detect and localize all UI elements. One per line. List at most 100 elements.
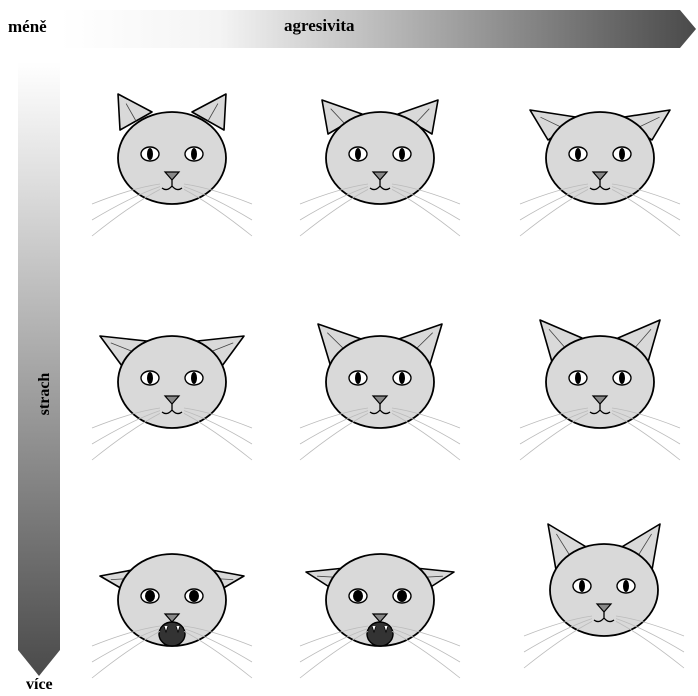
cat-face-alert [299, 99, 461, 237]
mouth [369, 180, 391, 191]
whisker [183, 410, 253, 445]
whisker [391, 183, 461, 205]
pupil [353, 590, 363, 602]
head [117, 335, 227, 429]
whisker [611, 412, 681, 461]
pupil [355, 372, 361, 384]
whisker [299, 188, 369, 237]
whisker [91, 628, 161, 663]
whisker [91, 412, 161, 461]
whisker [91, 410, 161, 445]
pupil [355, 148, 361, 160]
whisker [391, 628, 461, 663]
whisker [391, 625, 461, 647]
nose [591, 395, 609, 405]
whisker [299, 412, 369, 461]
whisker [183, 625, 253, 647]
open-mouth [366, 621, 394, 647]
whisker [183, 186, 253, 221]
whisker [299, 630, 369, 679]
whisker [615, 620, 685, 669]
whisker [183, 628, 253, 663]
nose [591, 171, 609, 181]
pupil [619, 148, 625, 160]
pupil [145, 590, 155, 602]
whisker [299, 407, 369, 429]
whisker [183, 407, 253, 429]
pupil [191, 372, 197, 384]
pupil [623, 580, 629, 592]
whisker [91, 407, 161, 429]
open-mouth [158, 621, 186, 647]
whisker [611, 410, 681, 445]
pupil [189, 590, 199, 602]
whisker [91, 188, 161, 237]
cat-face-uneasy [91, 335, 253, 461]
head [545, 335, 655, 429]
nose [163, 171, 181, 181]
whisker [91, 625, 161, 647]
whisker [299, 628, 369, 663]
pupil [619, 372, 625, 384]
ear-fur [207, 103, 219, 122]
whisker [391, 630, 461, 679]
mouth [161, 404, 183, 415]
head [545, 111, 655, 205]
whisker [391, 410, 461, 445]
nose [163, 613, 181, 623]
pupil [579, 580, 585, 592]
cat-face-hissing-fear [91, 553, 253, 679]
whisker [519, 407, 589, 429]
fangs [163, 625, 181, 634]
pupil [147, 148, 153, 160]
pupil [575, 148, 581, 160]
pupil [191, 148, 197, 160]
nose [371, 613, 389, 623]
whisker [91, 183, 161, 205]
pupil [399, 148, 405, 160]
whisker [519, 186, 589, 221]
pupil [399, 372, 405, 384]
whisker [391, 407, 461, 429]
aggression-arrow [60, 10, 696, 48]
whisker [611, 188, 681, 237]
aggression-axis-label: agresivita [284, 16, 355, 35]
ear-fur [632, 329, 652, 351]
whisker [611, 407, 681, 429]
whisker [519, 183, 589, 205]
mouth [369, 404, 391, 415]
fear-arrow [18, 62, 60, 676]
fangs [371, 625, 389, 634]
whisker [523, 620, 593, 669]
whisker [615, 618, 685, 653]
whisker [611, 186, 681, 221]
head [325, 335, 435, 429]
whisker [611, 183, 681, 205]
head [325, 111, 435, 205]
whisker [523, 618, 593, 653]
whisker [91, 630, 161, 679]
mouth [593, 612, 615, 623]
pupil [575, 372, 581, 384]
pupil [147, 372, 153, 384]
whisker [183, 412, 253, 461]
whisker [183, 188, 253, 237]
mouth [589, 404, 611, 415]
whisker [391, 188, 461, 237]
more-label: více [26, 676, 53, 693]
whisker [391, 186, 461, 221]
ear-fur [548, 329, 568, 351]
whisker [523, 615, 593, 637]
whisker [299, 410, 369, 445]
cat-face-tense [519, 109, 681, 237]
whisker [299, 625, 369, 647]
nose [371, 395, 389, 405]
whisker [391, 412, 461, 461]
whisker [91, 186, 161, 221]
mouth [589, 180, 611, 191]
cat-face-wary [519, 319, 681, 461]
cat-face-defensive [299, 323, 461, 461]
cat-face-hissing-aggressive [299, 553, 461, 679]
